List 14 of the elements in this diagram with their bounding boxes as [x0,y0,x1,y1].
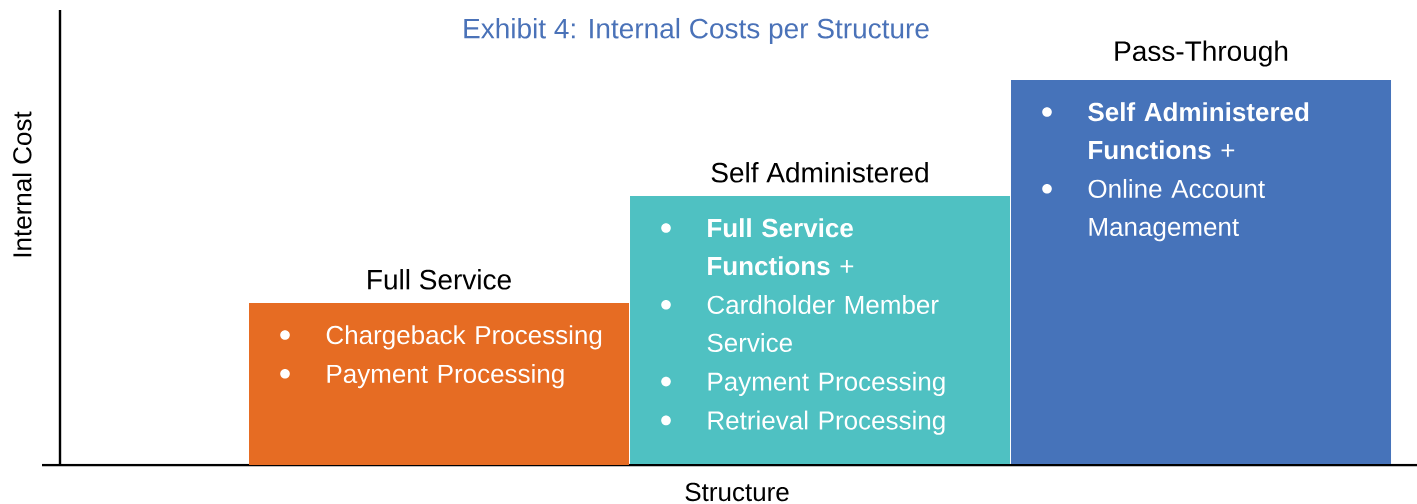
bullet-item: Cardholder Member Service [707,294,939,353]
bullet-item: Online Account Management [1088,178,1265,242]
box-heading: Pass-Through [1115,40,1288,67]
bullet-item: Chargeback Processing [326,325,602,350]
box-heading: Full Service [368,269,511,290]
bullet-item: Payment Processing [708,371,945,396]
bullet-item: Self Administered Functions + [1088,102,1309,160]
axis-label: Structure [685,482,789,502]
bullet-item: Payment Processing [327,363,564,389]
bullet-item: Full Service Functions + [708,218,854,276]
bullet-item: Retrieval Processing [708,410,945,435]
axis-label: Internal Cost [12,111,32,257]
chart-title: Exhibit 4: Internal Costs per Structure [464,17,929,45]
box-heading: Self Administered [711,162,928,183]
